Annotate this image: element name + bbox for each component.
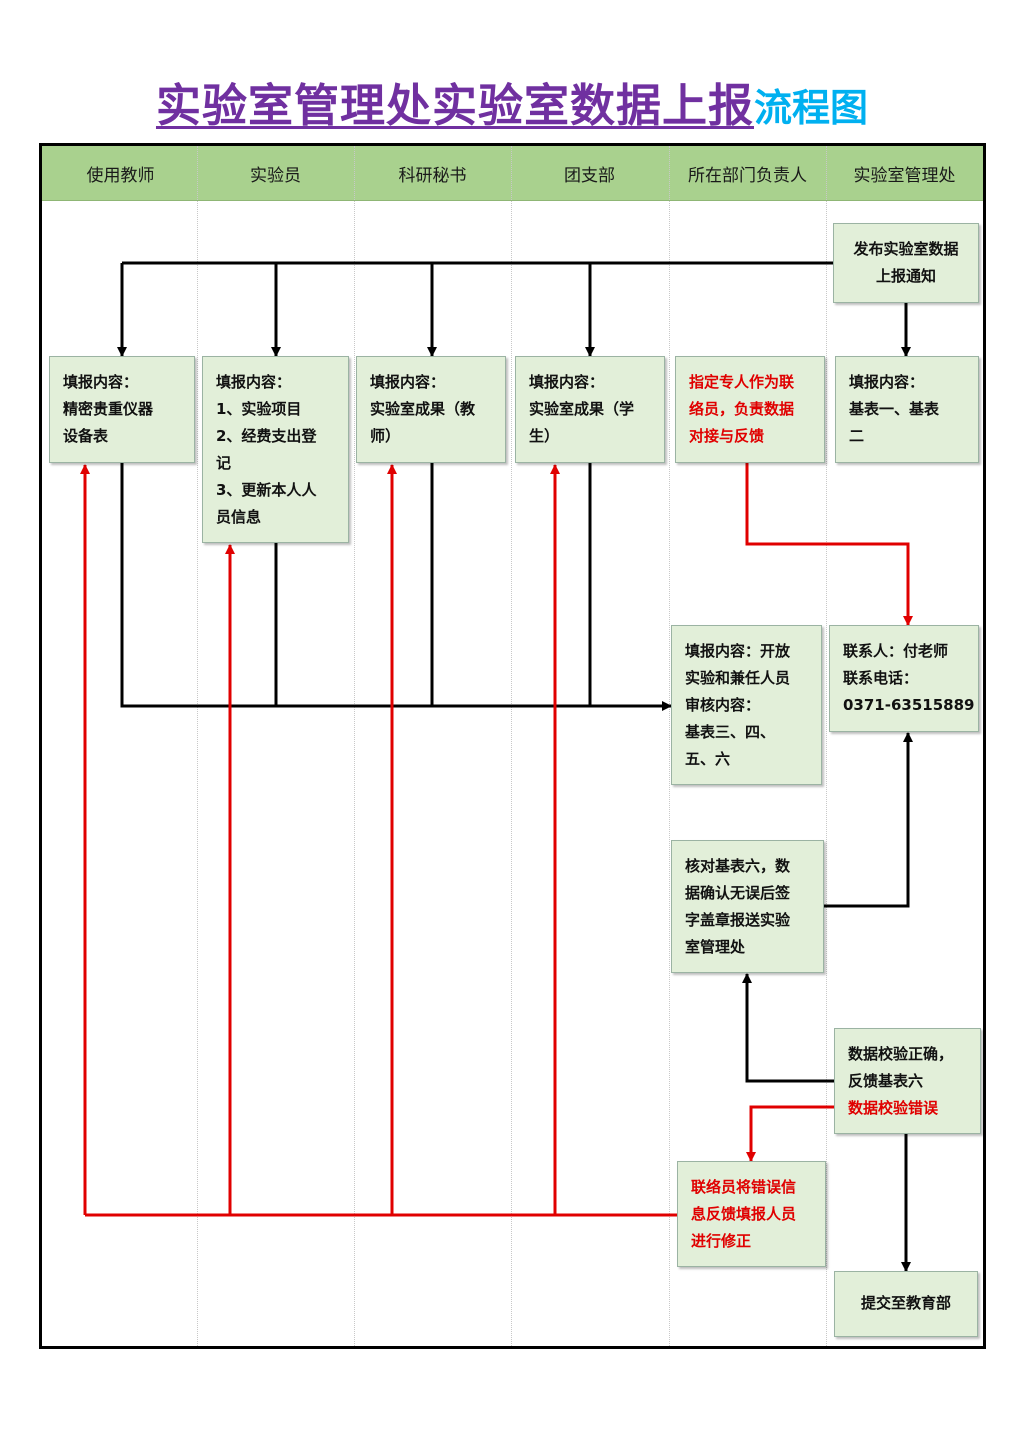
edge-teacher-to-dept [120,463,672,711]
node-league-fill: 填报内容： 实验室成果（学 生） [515,356,665,463]
edge-check-to-contact [824,732,913,908]
lane-header-lab-office: 实验室管理处 [853,165,956,186]
lane-separator [669,146,670,1346]
lane-separator [511,146,512,1346]
node-validation: 数据校验正确， 反馈基表六 数据校验错误 [834,1028,981,1134]
lane-header-secretary: 科研秘书 [398,165,467,186]
title-suffix: 流程图 [754,86,869,130]
node-office-fill: 填报内容： 基表一、基表 二 [835,356,979,463]
edge-validation-to-check [742,973,834,1083]
lane-separator [354,146,355,1346]
node-teacher-fill: 填报内容： 精密贵重仪器 设备表 [49,356,195,463]
diagram-frame [39,143,986,1349]
node-technician-fill: 填报内容： 1、实验项目 2、经费支出登 记 3、更新本人人 员信息 [202,356,349,543]
node-dept-check-sign: 核对基表六，数 据确认无误后签 字盖章报送实验 室管理处 [671,840,824,973]
lane-separator [826,146,827,1346]
node-liaison-feedback: 联络员将错误信 息反馈填报人员 进行修正 [677,1161,826,1267]
lane-separator [197,146,198,1346]
node-submit-moe: 提交至教育部 [834,1271,978,1337]
edge-assign-to-contact [745,463,913,626]
node-contact: 联系人：付老师 联系电话： 0371-63515889 [829,625,979,732]
node-publish-notice: 发布实验室数据 上报通知 [833,223,979,303]
edge-error-to-liaison [746,1105,834,1162]
lane-header-league: 团支部 [564,165,615,186]
diagram-title: 实验室管理处实验室数据上报流程图 [0,74,1024,140]
validation-error-label: 数据校验错误 [848,1099,939,1117]
lane-header-dept-head: 所在部门负责人 [688,165,807,186]
lane-header-technician: 实验员 [250,165,301,186]
title-main: 实验室管理处实验室数据上报 [155,79,754,132]
lane-header-teacher: 使用教师 [86,165,155,186]
node-secretary-fill: 填报内容： 实验室成果（教 师） [356,356,506,463]
node-dept-assign-liaison: 指定专人作为联 络员，负责数据 对接与反馈 [675,356,825,463]
node-dept-fill-review: 填报内容：开放 实验和兼任人员 审核内容： 基表三、四、 五、六 [671,625,822,785]
